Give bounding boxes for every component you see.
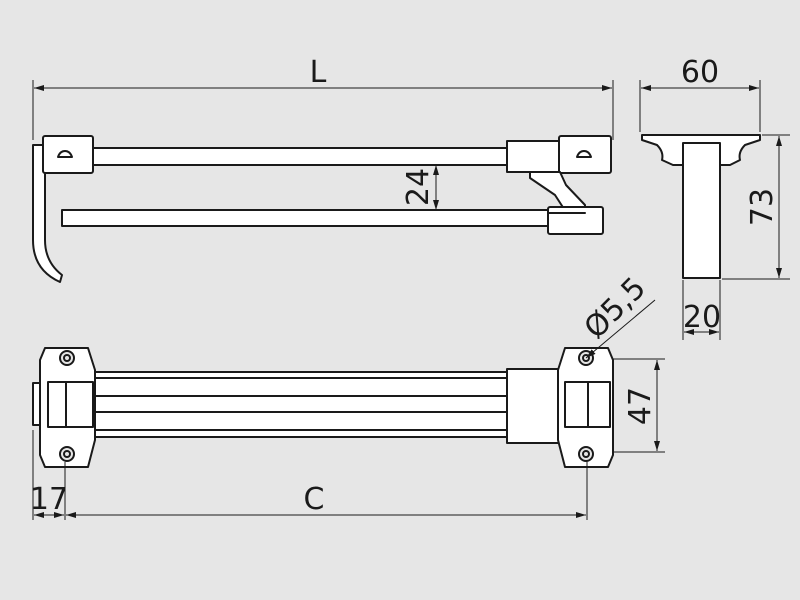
sliding-sleeve <box>506 140 561 173</box>
left-bracket <box>39 347 96 468</box>
left-mounting-block <box>42 135 94 174</box>
plan-rail-outer <box>92 371 509 438</box>
mounting-hole <box>59 446 75 462</box>
centers-dimension-label: C <box>304 482 325 517</box>
plan-sleeve <box>506 368 561 444</box>
right-bracket <box>557 347 614 468</box>
length-dimension-label: L <box>310 55 327 90</box>
end-view: 60 73 20 <box>639 55 790 340</box>
end-cap <box>547 206 604 235</box>
side-view: L 24 <box>32 55 614 283</box>
height-dimension-label: 73 <box>745 188 780 226</box>
hole-diameter-dimension-label: Ø5,5 <box>578 271 653 346</box>
slot-icon <box>57 150 73 158</box>
rail-gap-dimension-label: 24 <box>401 168 436 206</box>
right-mounting-block <box>558 135 612 174</box>
vertical-post <box>682 142 721 279</box>
hook <box>32 144 63 283</box>
bracket-depth-dimension-label: 47 <box>623 387 658 425</box>
mounting-hole <box>578 446 594 462</box>
offset-dimension-label: 17 <box>30 482 68 517</box>
mounting-hole <box>59 350 75 366</box>
plan-view: Ø5,5 47 17 C <box>30 271 665 520</box>
post-width-dimension-label: 20 <box>683 300 721 335</box>
lower-rail <box>61 209 551 227</box>
slot-icon <box>576 150 592 158</box>
width-dimension-label: 60 <box>681 55 719 90</box>
upper-rail <box>91 147 508 166</box>
